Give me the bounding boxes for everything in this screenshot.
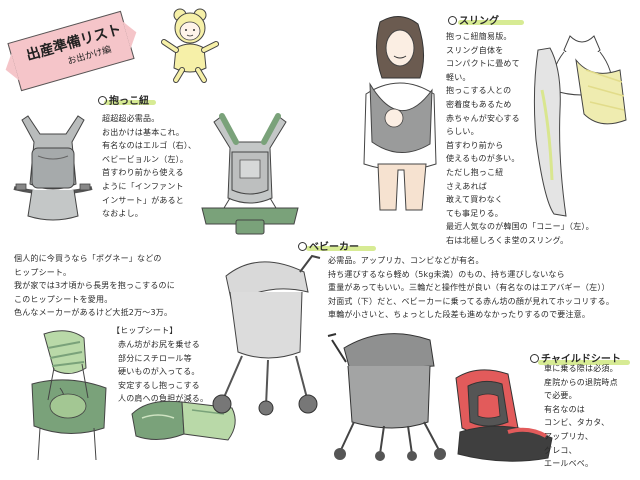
hipseat-wearing-illustration — [31, 330, 107, 461]
carseat-heading: チャイルドシート — [530, 350, 621, 365]
hipseat-body: 個人的に今買うなら「ポグネー」などの ヒップシート。 我が家では3才頃から長男を… — [14, 254, 175, 318]
bjorn-carrier-illustration — [13, 115, 93, 221]
hipseat-box-label: 【ヒップシート】 — [112, 326, 178, 335]
title-ribbon: 出産準備リスト お出かけ編 — [7, 10, 135, 92]
circle-bullet-icon — [98, 96, 107, 105]
stroller-heading: ベビーカー — [298, 238, 359, 253]
stroller-highlight — [306, 246, 376, 251]
sling-products-illustration — [533, 35, 627, 217]
circle-bullet-icon — [530, 354, 539, 363]
carseat-highlight — [538, 360, 630, 365]
carseat-heading-text: チャイルドシート — [541, 354, 621, 365]
air-buggy-illustration — [212, 254, 321, 416]
carrier-highlight — [104, 100, 156, 105]
facing-stroller-illustration — [327, 333, 446, 461]
hipseat-box-body: 赤ん坊がお尻を乗せる 部分にスチロール等 硬いものが入ってる。 安定するし抱っこ… — [118, 340, 209, 404]
sling-heading-text: スリング — [459, 16, 499, 27]
car-seat-illustration — [455, 369, 553, 462]
circle-bullet-icon — [298, 242, 307, 251]
bear-baby-icon — [161, 8, 219, 83]
circle-bullet-icon — [448, 16, 457, 25]
carrier-heading: 抱っこ紐 — [98, 92, 149, 107]
ergo-carrier-illustration — [201, 113, 299, 235]
stroller-body: 必需品。アップリカ、コンビなどが有名。 持ち運びするなら軽め（5kg未満）のもの… — [328, 256, 615, 320]
sling-mother-illustration — [363, 16, 437, 211]
sling-highlight — [458, 20, 524, 25]
carrier-body: 超超超必需品。 お出かけは基本これ。 有名なのはエルゴ（右）、 ベビービョルン（… — [102, 114, 197, 219]
carrier-heading-text: 抱っこ紐 — [109, 96, 149, 107]
carseat-body: 車に乗る際は必須。 産院からの退院時点 で必要。 有名なのは コンビ、タカタ、 … — [544, 364, 618, 469]
sling-heading: スリング — [448, 12, 499, 27]
sling-body: 抱っこ紐簡易版。 スリング自体を コンパクトに畳めて 軽い。 抱っこする人との … — [446, 32, 594, 245]
stroller-heading-text: ベビーカー — [309, 242, 359, 253]
